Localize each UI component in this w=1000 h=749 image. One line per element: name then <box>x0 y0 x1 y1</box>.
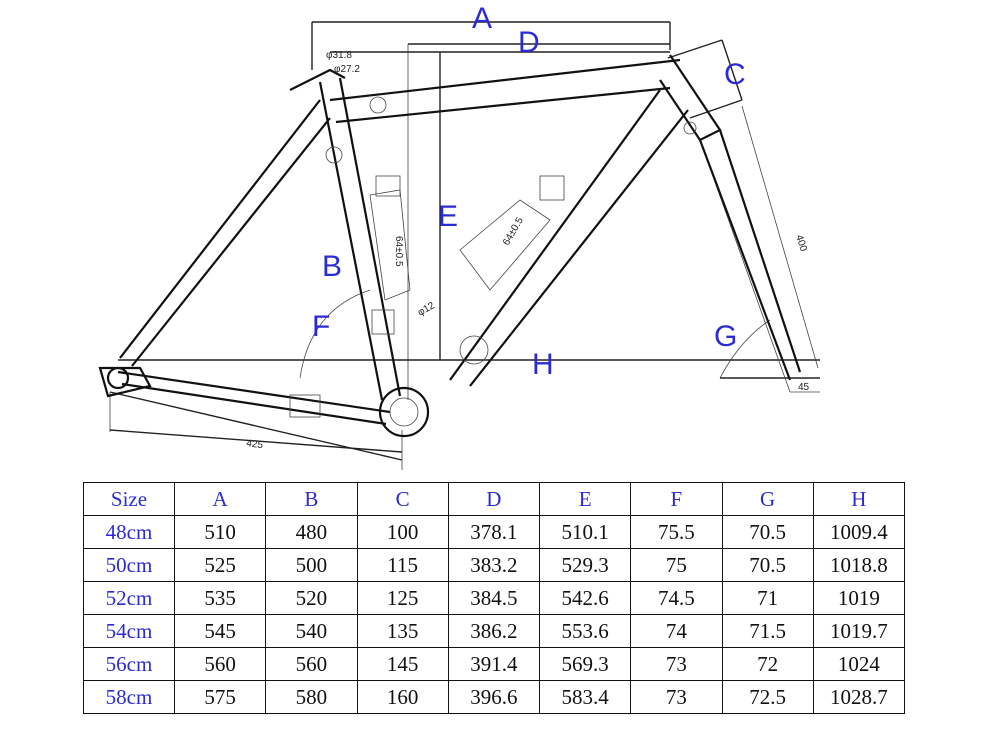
value-cell: 70.5 <box>721 548 814 582</box>
value-cell: 391.4 <box>447 647 541 681</box>
size-cell: 50cm <box>83 548 175 582</box>
column-header: F <box>630 482 723 516</box>
value-cell: 500 <box>265 548 358 582</box>
value-cell: 569.3 <box>538 647 632 681</box>
value-cell: 396.6 <box>447 680 541 714</box>
value-cell: 384.5 <box>447 581 541 615</box>
value-cell: 74.5 <box>630 581 723 615</box>
value-cell: 73 <box>630 647 723 681</box>
column-header: Size <box>83 482 175 516</box>
value-cell: 580 <box>265 680 358 714</box>
value-cell: 1009.4 <box>812 515 906 549</box>
value-cell: 510.1 <box>538 515 632 549</box>
dim-chainstay: 425 <box>246 438 264 451</box>
value-cell: 71 <box>721 581 814 615</box>
value-cell: 135 <box>356 614 449 648</box>
value-cell: 73 <box>630 680 723 714</box>
value-cell: 72.5 <box>721 680 814 714</box>
value-cell: 378.1 <box>447 515 541 549</box>
column-header: C <box>356 482 449 516</box>
value-cell: 583.4 <box>538 680 632 714</box>
value-cell: 540 <box>265 614 358 648</box>
value-cell: 525 <box>173 548 267 582</box>
column-header: H <box>812 482 906 516</box>
value-cell: 160 <box>356 680 449 714</box>
size-cell: 56cm <box>83 647 175 681</box>
label-f: F <box>312 310 330 343</box>
value-cell: 553.6 <box>538 614 632 648</box>
value-cell: 1019 <box>812 581 906 615</box>
value-cell: 1019.7 <box>812 614 906 648</box>
value-cell: 542.6 <box>538 581 632 615</box>
value-cell: 71.5 <box>721 614 814 648</box>
column-header: E <box>538 482 632 516</box>
value-cell: 72 <box>721 647 814 681</box>
dimension-lines <box>109 21 820 470</box>
value-cell: 529.3 <box>538 548 632 582</box>
value-cell: 1028.7 <box>812 680 906 714</box>
value-cell: 100 <box>356 515 449 549</box>
label-b: B <box>322 250 342 283</box>
value-cell: 125 <box>356 581 449 615</box>
value-cell: 1018.8 <box>812 548 906 582</box>
size-cell: 54cm <box>83 614 175 648</box>
label-c: C <box>724 58 746 91</box>
label-g: G <box>714 320 737 353</box>
size-cell: 58cm <box>83 680 175 714</box>
value-cell: 383.2 <box>447 548 541 582</box>
dim-bottle-mount-1: 64±0.5 <box>393 236 404 267</box>
column-header: G <box>721 482 814 516</box>
value-cell: 386.2 <box>447 614 541 648</box>
value-cell: 560 <box>173 647 267 681</box>
value-cell: 115 <box>356 548 449 582</box>
dim-seatpost-outer: φ31.8 <box>326 50 352 61</box>
value-cell: 74 <box>630 614 723 648</box>
label-e: E <box>438 200 458 233</box>
value-cell: 145 <box>356 647 449 681</box>
value-cell: 70.5 <box>721 515 814 549</box>
value-cell: 535 <box>173 581 267 615</box>
value-cell: 75.5 <box>630 515 723 549</box>
column-header: A <box>173 482 267 516</box>
value-cell: 1024 <box>812 647 906 681</box>
value-cell: 560 <box>265 647 358 681</box>
column-header: D <box>447 482 541 516</box>
value-cell: 510 <box>173 515 267 549</box>
dim-bottle-mount-2: 64±0.5 <box>501 215 526 247</box>
value-cell: 575 <box>173 680 267 714</box>
dim-seatpost-inner: φ27.2 <box>334 64 360 75</box>
size-cell: 52cm <box>83 581 175 615</box>
frame-geometry-diagram: A D C E B F G H φ31.8 φ27.2 400 64±0.5 6… <box>98 2 820 470</box>
label-d: D <box>518 26 540 59</box>
value-cell: 75 <box>630 548 723 582</box>
column-header: B <box>265 482 358 516</box>
value-cell: 480 <box>265 515 358 549</box>
label-h: H <box>532 348 554 381</box>
dim-headtube-length: 400 <box>793 234 809 254</box>
label-a: A <box>472 2 492 35</box>
value-cell: 545 <box>173 614 267 648</box>
dim-headtube-angle: 45 <box>798 382 810 393</box>
bike-frame <box>98 54 802 438</box>
dim-cable-port: φ12 <box>416 300 437 319</box>
size-cell: 48cm <box>83 515 175 549</box>
value-cell: 520 <box>265 581 358 615</box>
